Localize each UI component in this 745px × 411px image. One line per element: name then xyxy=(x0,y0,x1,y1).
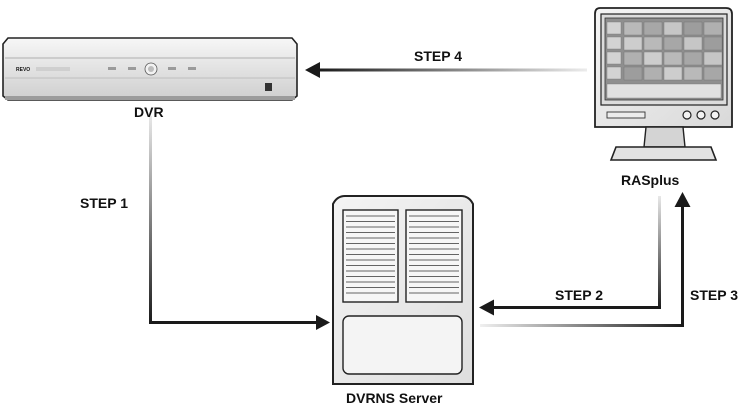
screen-side-panel xyxy=(606,51,622,65)
screen-tile xyxy=(623,66,643,81)
screen-tile xyxy=(663,21,683,36)
rasplus-label: RASplus xyxy=(621,172,680,188)
step1-connector xyxy=(149,116,330,330)
step4-label: STEP 4 xyxy=(414,48,462,64)
screen-side-panel xyxy=(606,21,622,35)
step3-label: STEP 3 xyxy=(690,287,738,303)
step2-connector xyxy=(479,196,661,316)
screen-side-panel xyxy=(606,66,622,80)
screen-tile xyxy=(683,21,703,36)
screen-tile xyxy=(703,21,723,36)
screen-tile xyxy=(683,36,703,51)
step3-connector xyxy=(480,192,691,327)
dvrns-server-device xyxy=(332,195,474,385)
svg-text:REVO: REVO xyxy=(16,67,30,73)
dvr-label: DVR xyxy=(134,104,164,120)
step4-connector xyxy=(305,62,587,78)
screen-side-panel xyxy=(606,36,622,50)
step2-label: STEP 2 xyxy=(555,287,603,303)
screen-tile xyxy=(663,66,683,81)
screen-tile xyxy=(663,51,683,66)
step1-label: STEP 1 xyxy=(80,195,128,211)
screen-tile xyxy=(683,51,703,66)
screen-tile xyxy=(643,36,663,51)
screen-tile xyxy=(663,36,683,51)
screen-tile xyxy=(623,36,643,51)
server-vent-lines xyxy=(346,215,459,294)
dvrns-server-label: DVRNS Server xyxy=(346,390,443,406)
screen-tile xyxy=(623,21,643,36)
screen-tile xyxy=(623,51,643,66)
screen-tile xyxy=(683,66,703,81)
screen-tile xyxy=(703,51,723,66)
screen-tile xyxy=(643,51,663,66)
screen-tile xyxy=(643,21,663,36)
screen-tile xyxy=(703,36,723,51)
screen-tile xyxy=(643,66,663,81)
screen-tile xyxy=(703,66,723,81)
rasplus-monitor-device xyxy=(594,7,733,161)
screen-bottom-strip xyxy=(606,83,722,99)
monitor-screen-tiles xyxy=(606,21,723,99)
dvr-device: REVO xyxy=(2,37,298,101)
